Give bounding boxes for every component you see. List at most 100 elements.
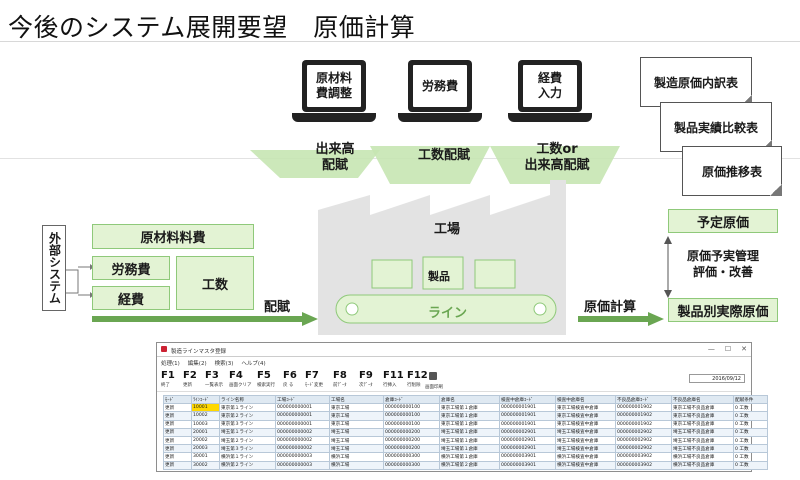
table-cell[interactable]: 000000002901	[499, 435, 556, 446]
table-cell[interactable]: 000000002902	[615, 427, 672, 437]
table-cell[interactable]: 東京工場不良品倉庫	[671, 411, 734, 421]
table-cell[interactable]: 000000001901	[499, 403, 556, 413]
table-cell[interactable]: 更新	[163, 419, 192, 429]
table-cell[interactable]: 000000003901	[499, 452, 556, 462]
table-cell[interactable]: 東京工場第１倉庫	[439, 411, 500, 421]
maximize-icon[interactable]: ☐	[724, 345, 732, 353]
table-cell[interactable]: 0 工数	[733, 427, 768, 437]
table-cell[interactable]: 横浜工場第１倉庫	[439, 452, 500, 462]
table-cell[interactable]: 東京工場不良品倉庫	[671, 403, 734, 413]
table-cell[interactable]: 000000003901	[499, 460, 556, 470]
table-cell[interactable]: 000000000002	[275, 444, 330, 454]
table-cell[interactable]: 埼玉工場第１倉庫	[439, 444, 500, 454]
table-cell[interactable]: 000000000200	[383, 427, 440, 437]
table-cell[interactable]: 更新	[163, 435, 192, 446]
table-cell[interactable]: 10003	[191, 419, 220, 429]
table-cell[interactable]: 0 工数	[733, 435, 768, 446]
minimize-icon[interactable]: —	[707, 345, 715, 353]
table-cell[interactable]: 20003	[191, 444, 220, 454]
table-cell[interactable]: 10002	[191, 411, 220, 421]
table-cell[interactable]: 更新	[163, 452, 192, 462]
table-cell[interactable]: 000000000300	[383, 460, 440, 470]
table-cell[interactable]: 横浜工場第２倉庫	[439, 460, 500, 470]
table-cell[interactable]: 000000001901	[499, 411, 556, 421]
table-cell[interactable]: 20002	[191, 435, 220, 446]
table-cell[interactable]: 埼玉工場第１倉庫	[439, 427, 500, 437]
table-cell[interactable]: 000000000001	[275, 403, 330, 413]
table-cell[interactable]: 埼玉工場検査中倉庫	[555, 444, 616, 454]
table-cell[interactable]: 埼玉第３ライン	[219, 444, 276, 454]
table-cell[interactable]: 000000001902	[615, 403, 672, 413]
table-cell[interactable]: 000000000001	[275, 419, 330, 429]
table-cell[interactable]: 埼玉工場不良品倉庫	[671, 427, 734, 437]
table-cell[interactable]: 10001	[191, 403, 220, 413]
table-cell[interactable]: 0 工数	[733, 411, 768, 421]
table-cell[interactable]: 東京工場	[329, 403, 384, 413]
table-cell[interactable]: 東京工場第１倉庫	[439, 419, 500, 429]
table-cell[interactable]: 000000002901	[499, 427, 556, 437]
table-cell[interactable]: 埼玉第２ライン	[219, 435, 276, 446]
table-cell[interactable]: 横浜工場	[329, 460, 384, 470]
table-cell[interactable]: 30001	[191, 452, 220, 462]
table-cell[interactable]: 000000000001	[275, 411, 330, 421]
table-cell[interactable]: 20001	[191, 427, 220, 437]
table-cell[interactable]: 埼玉第１ライン	[219, 427, 276, 437]
menu-edit[interactable]: 編集(2)	[187, 361, 207, 367]
print-icon[interactable]	[429, 372, 437, 380]
table-cell[interactable]: 東京工場検査中倉庫	[555, 419, 616, 429]
table-cell[interactable]: 000000003902	[615, 452, 672, 462]
table-cell[interactable]: 横浜工場不良品倉庫	[671, 452, 734, 462]
table-cell[interactable]: 000000000100	[383, 411, 440, 421]
menu-process[interactable]: 処理(1)	[161, 361, 180, 367]
table-cell[interactable]: 東京工場検査中倉庫	[555, 403, 616, 413]
table-cell[interactable]: 東京第３ライン	[219, 419, 276, 429]
table-cell[interactable]: 000000000200	[383, 435, 440, 446]
table-cell[interactable]: 000000000200	[383, 444, 440, 454]
table-cell[interactable]: 000000000100	[383, 419, 440, 429]
table-cell[interactable]: 更新	[163, 427, 192, 437]
table-cell[interactable]: 0 工数	[733, 452, 768, 462]
table-cell[interactable]: 000000000300	[383, 452, 440, 462]
table-cell[interactable]: 東京工場検査中倉庫	[555, 411, 616, 421]
table-cell[interactable]: 30002	[191, 460, 220, 470]
table-cell[interactable]: 東京工場	[329, 411, 384, 421]
table-cell[interactable]: 埼玉工場不良品倉庫	[671, 444, 734, 454]
table-cell[interactable]: 更新	[163, 460, 192, 470]
table-cell[interactable]: 000000001902	[615, 419, 672, 429]
table-cell[interactable]: 埼玉工場	[329, 435, 384, 446]
table-cell[interactable]: 東京工場不良品倉庫	[671, 419, 734, 429]
table-cell[interactable]: 更新	[163, 403, 192, 413]
table-cell[interactable]: 東京第１ライン	[219, 403, 276, 413]
table-cell[interactable]: 埼玉工場検査中倉庫	[555, 427, 616, 437]
table-cell[interactable]: 000000002901	[499, 444, 556, 454]
table-cell[interactable]: 埼玉工場不良品倉庫	[671, 435, 734, 446]
table-cell[interactable]: 000000000002	[275, 427, 330, 437]
table-cell[interactable]: 東京工場第１倉庫	[439, 403, 500, 413]
menu-search[interactable]: 検索(3)	[214, 361, 234, 367]
table-cell[interactable]: 000000000100	[383, 403, 440, 413]
table-cell[interactable]: 更新	[163, 411, 192, 421]
table-cell[interactable]: 横浜工場	[329, 452, 384, 462]
table-cell[interactable]: 横浜工場検査中倉庫	[555, 460, 616, 470]
table-cell[interactable]: 0 工数	[733, 403, 768, 413]
table-cell[interactable]: 東京工場	[329, 419, 384, 429]
table-cell[interactable]: 横浜第２ライン	[219, 460, 276, 470]
date-field[interactable]: 2016/09/12	[689, 374, 745, 383]
table-cell[interactable]: 東京第２ライン	[219, 411, 276, 421]
table-cell[interactable]: 000000000002	[275, 435, 330, 446]
table-cell[interactable]: 0 工数	[733, 444, 768, 454]
